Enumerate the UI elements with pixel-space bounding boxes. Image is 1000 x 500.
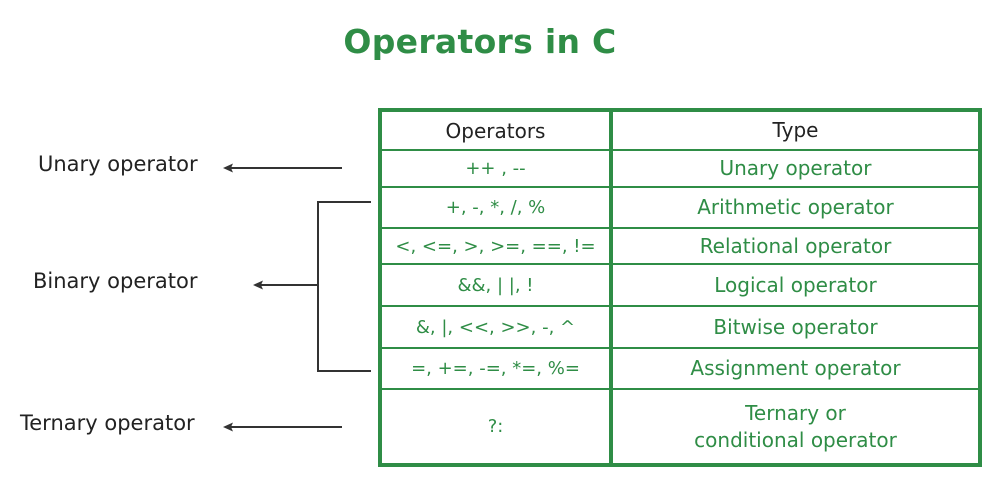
operators-table: Operators Type ++ , -- Unary operator +,… [378,108,982,467]
table-row: ++ , -- Unary operator [382,151,978,188]
binary-bracket [317,201,371,372]
ternary-operator-label: Ternary operator [20,411,195,435]
unary-operator-label: Unary operator [38,152,198,176]
type-cell: Ternary or conditional operator [694,400,897,452]
binary-arrowhead-icon [253,280,263,290]
type-cell-container: Ternary or conditional operator [613,390,978,463]
unary-arrowhead-icon [223,163,233,173]
type-cell: Relational operator [699,233,892,258]
table-header-row: Operators Type [382,112,978,151]
type-cell: Logical operator [714,272,877,297]
ternary-arrowhead-icon [223,422,233,432]
type-cell: Bitwise operator [713,314,878,339]
type-cell: Arithmetic operator [697,195,894,219]
operators-cell: &, |, <<, >>, -, ^ [382,307,613,347]
operators-cell: ?: [382,390,613,463]
operators-cell: &&, | |, ! [382,265,613,305]
table-row: &, |, <<, >>, -, ^ Bitwise operator [382,307,978,349]
table-row: +, -, *, /, % Arithmetic operator [382,188,978,229]
type-cell: Assignment operator [690,356,901,380]
table-row: <, <=, >, >=, ==, != Relational operator [382,229,978,265]
operators-cell: +, -, *, /, % [382,188,613,227]
page-title: Operators in C [343,22,617,61]
operators-cell: <, <=, >, >=, ==, != [382,229,613,263]
type-cell: Unary operator [719,156,872,180]
table-row: ?: Ternary or conditional operator [382,390,978,463]
header-operators: Operators [382,112,613,149]
operators-cell: ++ , -- [382,151,613,186]
operators-cell: =, +=, -=, *=, %= [382,349,613,388]
header-type: Type [772,118,819,142]
binary-operator-label: Binary operator [33,269,198,293]
table-row: =, +=, -=, *=, %= Assignment operator [382,349,978,390]
table-row: &&, | |, ! Logical operator [382,265,978,307]
